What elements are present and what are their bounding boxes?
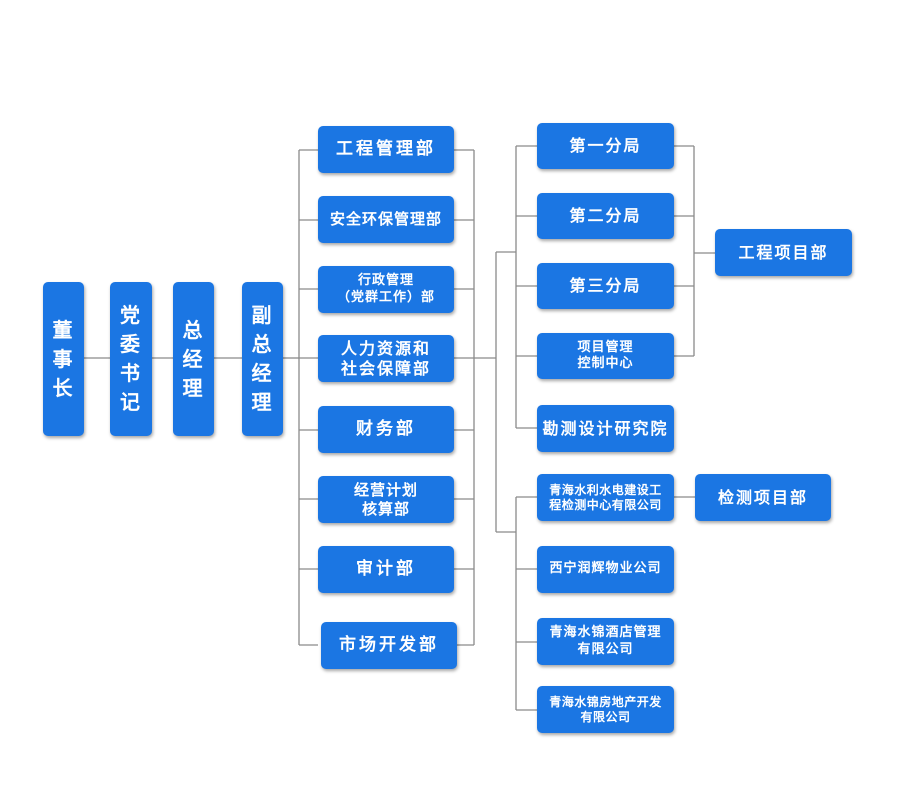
secretary-char: 书: [120, 361, 142, 385]
admin-dept-line: 行政管理: [357, 273, 414, 289]
deputy-gm-char: 理: [251, 390, 274, 414]
first-branch: 第一分局: [537, 123, 674, 169]
admin-party-affairs-dept: 行政管理 （党群工作）部: [318, 266, 454, 313]
chairman-char: 董: [52, 317, 75, 342]
deputy-general-manager-box: 副 总 经 理: [242, 282, 283, 436]
testing-center-company: 青海水利水电建设工 程检测中心有限公司: [537, 474, 674, 521]
real-estate-company: 青海水锦房地产开发 有限公司: [537, 686, 674, 733]
secretary-char: 党: [120, 303, 142, 327]
hotel-company-line: 青海水锦酒店管理: [549, 625, 662, 641]
general-manager-box: 总 经 理: [173, 282, 214, 436]
planning-dept-line: 经营计划: [353, 480, 418, 499]
hotel-company-line: 有限公司: [577, 641, 634, 657]
audit-dept: 审计部: [318, 546, 454, 593]
deputy-gm-char: 副: [251, 303, 274, 327]
chairman-char: 事: [52, 346, 75, 371]
survey-design-institute: 勘测设计研究院: [537, 405, 674, 452]
gm-char: 理: [182, 375, 205, 400]
finance-dept: 财务部: [318, 406, 454, 453]
testing-center-line: 程检测中心有限公司: [549, 497, 662, 512]
property-company: 西宁润辉物业公司: [537, 546, 674, 593]
pmcc-line: 项目管理: [577, 339, 634, 355]
hotel-management-company: 青海水锦酒店管理 有限公司: [537, 618, 674, 665]
testing-project-dept: 检测项目部: [695, 474, 831, 521]
real-estate-line: 青海水锦房地产开发: [549, 694, 662, 709]
business-planning-dept: 经营计划 核算部: [318, 476, 454, 523]
hr-dept-line: 人力资源和: [340, 338, 431, 358]
admin-dept-line: （党群工作）部: [336, 289, 435, 305]
market-development-dept: 市场开发部: [321, 622, 457, 669]
project-control-center: 项目管理 控制中心: [537, 333, 674, 379]
secretary-char: 委: [120, 332, 142, 356]
chairman-box: 董 事 长: [43, 282, 84, 436]
real-estate-line: 有限公司: [580, 709, 631, 724]
pmcc-line: 控制中心: [577, 356, 634, 371]
gm-char: 总: [182, 317, 205, 342]
planning-dept-line: 核算部: [361, 499, 410, 518]
engineering-project-dept: 工程项目部: [715, 229, 852, 276]
chairman-char: 长: [52, 375, 75, 400]
deputy-gm-char: 总: [251, 332, 274, 356]
engineering-management-dept: 工程管理部: [318, 126, 454, 173]
third-branch: 第三分局: [537, 263, 674, 309]
testing-center-line: 青海水利水电建设工: [549, 482, 662, 497]
safety-environment-dept: 安全环保管理部: [318, 196, 454, 243]
gm-char: 经: [182, 346, 205, 371]
deputy-gm-char: 经: [251, 361, 274, 385]
secretary-char: 记: [120, 390, 142, 414]
second-branch: 第二分局: [537, 193, 674, 239]
party-secretary-box: 党 委 书 记: [110, 282, 152, 436]
hr-dept-line: 社会保障部: [340, 358, 431, 378]
human-resources-dept: 人力资源和 社会保障部: [318, 335, 454, 382]
